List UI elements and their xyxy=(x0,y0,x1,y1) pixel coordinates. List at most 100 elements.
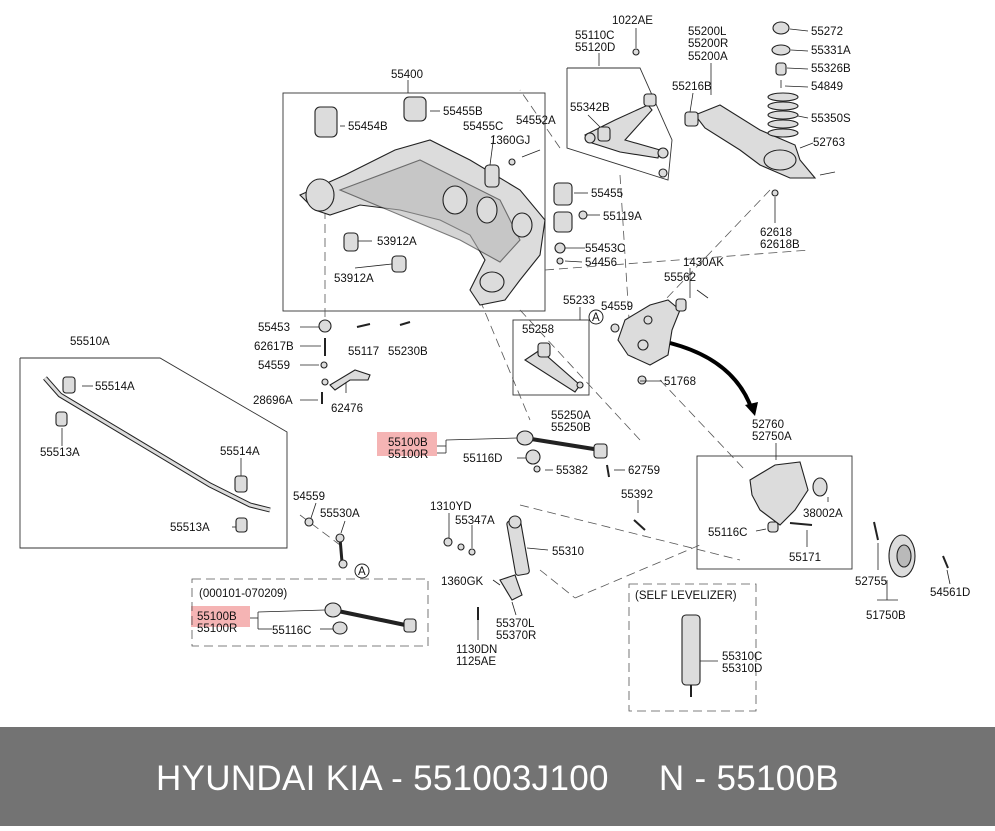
part-label: 55119A xyxy=(603,211,642,223)
coil-spring-stack xyxy=(767,21,799,138)
part-label: 55510A xyxy=(70,336,110,348)
part-label: 55310D xyxy=(722,663,762,675)
part-label: 1130DN xyxy=(456,644,497,656)
part-label: 55272 xyxy=(811,26,843,38)
part-label: 55382 xyxy=(556,465,588,477)
part-label: 62617B xyxy=(254,341,294,353)
part-label: 54559 xyxy=(293,491,325,503)
part-label: 55400 xyxy=(391,69,423,81)
detail-arrowhead xyxy=(745,402,758,416)
detail-arrow xyxy=(669,341,754,411)
part-label: 55514A xyxy=(95,381,135,393)
rear-suspension-exploded-diagram: A A xyxy=(19,15,970,712)
lower-arm-group-box xyxy=(512,319,590,396)
knuckle-group-box xyxy=(696,455,853,570)
part-label: 55370L xyxy=(496,618,535,630)
part-label: 54559 xyxy=(258,360,290,372)
lower-arm-assembly xyxy=(523,342,584,393)
part-label: 55116C xyxy=(272,625,311,637)
part-label: 54561D xyxy=(930,587,970,599)
part-label: 55250B xyxy=(551,422,591,434)
part-label: 55310 xyxy=(552,546,584,558)
part-label: 55350S xyxy=(811,113,851,125)
highlight-55100b-variant xyxy=(191,606,250,627)
part-label: 1430AK xyxy=(683,257,724,269)
stabilizer-bar xyxy=(43,376,271,533)
part-label: 55216B xyxy=(672,81,712,93)
part-label: 55454B xyxy=(348,121,388,133)
variant-date-range: (000101-070209) xyxy=(199,588,287,600)
trailing-arm xyxy=(684,104,836,197)
variant-arm-dashed-box xyxy=(191,578,429,647)
part-label: 55392 xyxy=(621,489,653,501)
part-label: 54849 xyxy=(811,81,843,93)
part-label: 54559 xyxy=(601,301,633,313)
part-label: 54456 xyxy=(585,257,617,269)
part-label: 55230B xyxy=(388,346,428,358)
part-label: 55116D xyxy=(463,453,502,465)
knuckle-upper xyxy=(610,289,709,385)
part-label: 1360GK xyxy=(441,576,484,588)
part-label: 55200L xyxy=(688,26,727,38)
part-label: 54552A xyxy=(516,115,556,127)
shock-absorber xyxy=(443,515,646,620)
upper-arm xyxy=(584,48,669,178)
part-label: 55562 xyxy=(664,272,696,284)
part-label: 38002A xyxy=(803,508,843,520)
part-label: 62618B xyxy=(760,239,800,251)
part-label: 55455C xyxy=(463,121,503,133)
part-label: 55342B xyxy=(570,102,610,114)
crossmember-group-box xyxy=(282,92,546,312)
part-label: 1310YD xyxy=(430,501,472,513)
part-label: 1360GJ xyxy=(490,135,530,147)
part-label: 55530A xyxy=(320,508,360,520)
part-label: 55331A xyxy=(811,45,851,57)
part-label: 62476 xyxy=(331,403,363,415)
part-label: 55117 xyxy=(348,346,379,358)
highlight-55100b-main xyxy=(377,432,437,456)
guide-lines xyxy=(299,89,811,599)
part-label: 62618 xyxy=(760,227,792,239)
part-label: 55200R xyxy=(688,38,728,50)
callout-a-label-2: A xyxy=(358,566,366,578)
part-label: 52750A xyxy=(752,431,792,443)
self-levelizer-dashed-box xyxy=(628,583,757,712)
part-label: 55116C xyxy=(708,527,747,539)
part-label: 51750B xyxy=(866,610,906,622)
hub-bearing xyxy=(873,521,949,578)
stabilizer-link xyxy=(304,517,348,569)
callout-a-circle-1 xyxy=(588,309,604,325)
upper-arm-group-box xyxy=(566,67,673,181)
self-levelizer-shock xyxy=(681,614,701,697)
part-label: 55171 xyxy=(789,552,821,564)
knuckle-detail xyxy=(749,461,828,533)
part-label: 62759 xyxy=(628,465,660,477)
part-label: 55453C xyxy=(585,243,625,255)
footer-part-numbers: HYUNDAI KIA - 551003J100 N - 55100B xyxy=(156,759,839,798)
part-label: 28696A xyxy=(253,395,293,407)
part-label: 55120D xyxy=(575,42,615,54)
crossmember-bushings xyxy=(314,96,588,273)
part-label: 55258 xyxy=(522,324,554,336)
leader-lines xyxy=(61,28,951,662)
part-label: 55100R xyxy=(197,623,237,635)
part-label: 1022AE xyxy=(612,15,653,27)
part-label: 51768 xyxy=(664,376,696,388)
part-label: 55326B xyxy=(811,63,851,75)
crossmember-subframe xyxy=(299,139,546,306)
part-label: 55513A xyxy=(170,522,210,534)
part-label: 1125AE xyxy=(456,656,496,668)
lower-control-arm-55100b xyxy=(516,430,610,478)
part-label: 55250A xyxy=(551,410,591,422)
part-label: 55233 xyxy=(563,295,595,307)
part-label: 52760 xyxy=(752,419,784,431)
part-label: 53912A xyxy=(334,273,374,285)
footer-bar: HYUNDAI KIA - 551003J100 N - 55100B xyxy=(0,727,995,826)
part-label: 55513A xyxy=(40,447,80,459)
part-label: 55200A xyxy=(688,51,728,63)
part-label: 52755 xyxy=(855,576,887,588)
part-label: 55370R xyxy=(496,630,536,642)
part-label: 55100R xyxy=(388,449,428,461)
stabilizer-group-box xyxy=(19,357,288,549)
